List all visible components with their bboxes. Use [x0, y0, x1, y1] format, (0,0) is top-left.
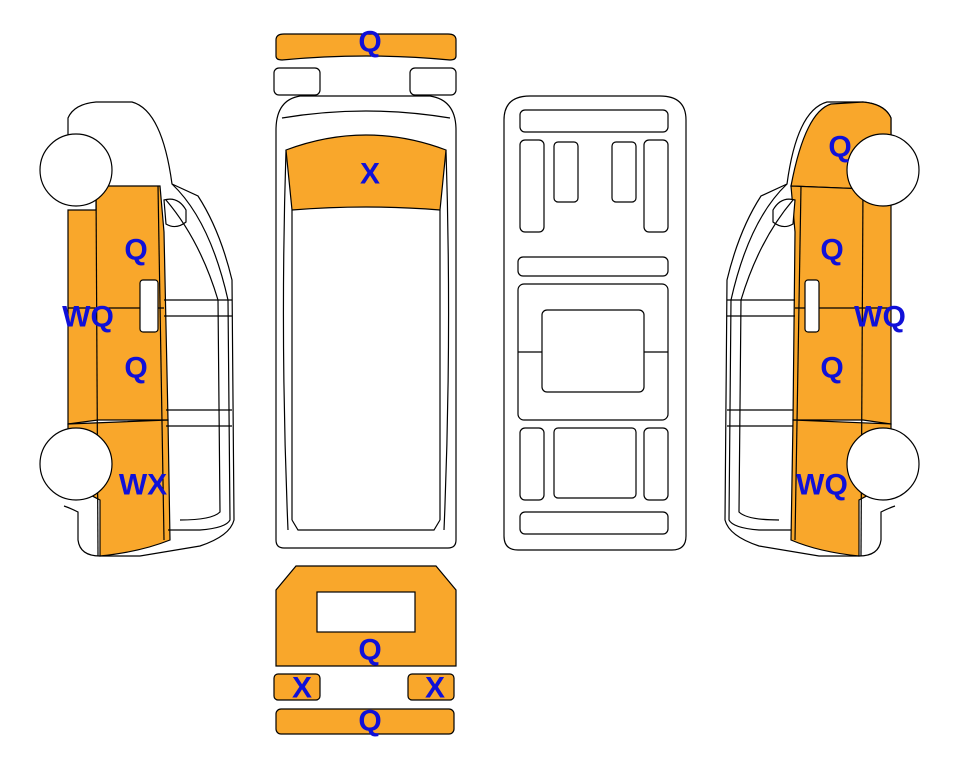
floor-panel-bottom [519, 511, 669, 535]
left-side-view [39, 101, 235, 557]
left-pillar-line [157, 185, 165, 541]
floor-panel-seat-1 [553, 141, 579, 203]
floor-panel-left-top [519, 139, 545, 233]
top-hood-line [281, 110, 451, 119]
windshield-panel[interactable] [285, 134, 447, 211]
top-view [273, 33, 457, 549]
floor-panel-center-bottom [553, 427, 637, 499]
floor-panel-top [519, 109, 669, 133]
left-side-divider [95, 185, 99, 557]
right-door-handle [804, 279, 820, 333]
rear-light-left-panel[interactable] [273, 673, 321, 701]
floor-view [503, 95, 687, 551]
label-right-side-front: Q [820, 234, 843, 267]
floor-panel-right-bottom [643, 427, 669, 501]
right-pillar-line [794, 185, 802, 541]
label-rear-door: Q [358, 634, 381, 667]
left-rear-wheel [39, 427, 113, 501]
right-side-divider [860, 185, 864, 557]
rear-bumper-panel[interactable] [275, 708, 455, 735]
rear-view [273, 565, 457, 735]
floor-panel-left-bottom [519, 427, 545, 501]
left-door-handle [139, 279, 159, 333]
rear-window [316, 591, 416, 633]
damage-labels: Q X Q X X Q Q WQ Q WX Q Q WQ Q WQ [62, 26, 906, 738]
floor-panel-seat-2 [611, 141, 637, 203]
top-right-rail [443, 149, 450, 531]
left-headlight [273, 67, 321, 96]
label-rear-light-left: X [292, 672, 312, 705]
label-left-side-center: WQ [62, 301, 114, 334]
label-left-rear-quarter: WX [119, 469, 167, 502]
label-rear-bumper: Q [358, 705, 381, 738]
label-right-side-rear: Q [820, 352, 843, 385]
label-left-side-front: Q [124, 234, 147, 267]
top-body-outline [275, 95, 457, 549]
front-bumper-panel[interactable] [275, 33, 457, 61]
rear-light-right-panel[interactable] [407, 673, 455, 701]
right-rear-wheel [846, 427, 920, 501]
label-right-front-fender: Q [828, 131, 851, 164]
floor-panel-center [541, 309, 645, 393]
label-windshield: X [360, 158, 380, 191]
right-side-view [724, 101, 920, 557]
label-left-side-rear: Q [124, 352, 147, 385]
top-left-rail [282, 149, 289, 531]
label-right-rear-quarter: WQ [796, 469, 848, 502]
floor-panel-bar [517, 256, 669, 277]
right-headlight [409, 67, 457, 96]
top-rear-line [291, 519, 441, 531]
label-rear-light-right: X [425, 672, 445, 705]
left-front-wheel [39, 133, 113, 207]
right-front-wheel [846, 133, 920, 207]
label-front-bumper: Q [358, 26, 381, 59]
floor-panel-right-top [643, 139, 669, 233]
label-right-side-center: WQ [854, 301, 906, 334]
